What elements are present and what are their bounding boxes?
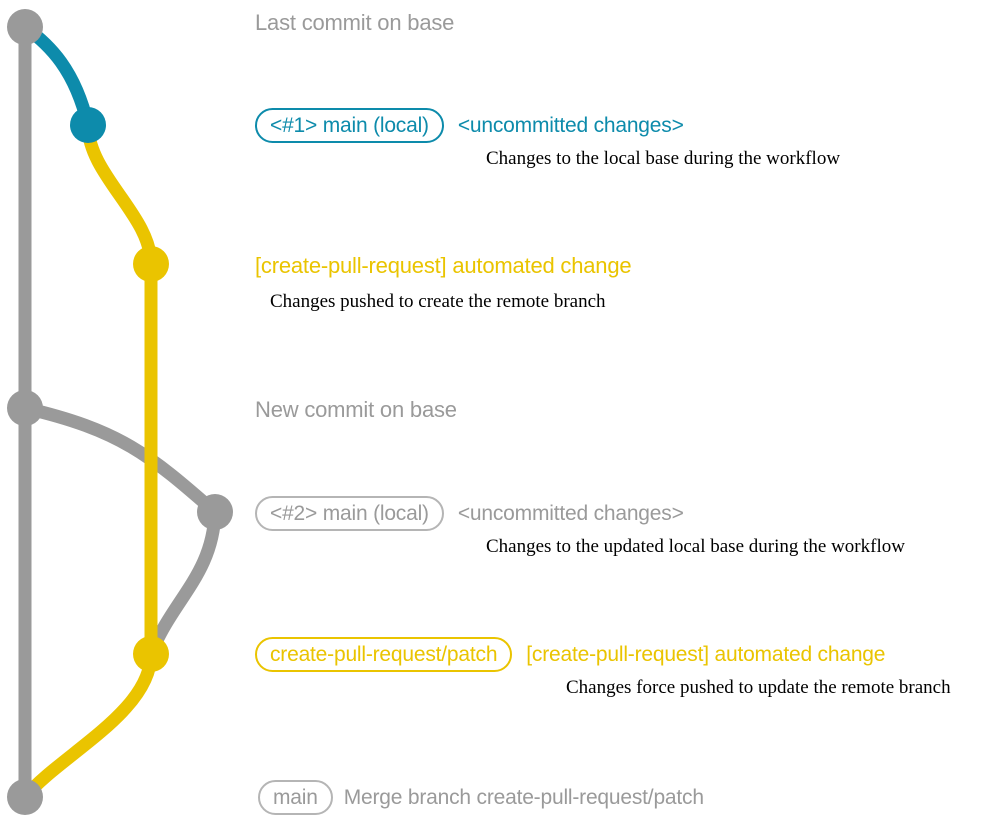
local-main-2-to-patch-edge bbox=[144, 505, 222, 661]
commit-entry-local-main-1: <#1> main (local) <uncommitted changes> bbox=[255, 108, 684, 143]
new-base-commit-node[interactable] bbox=[7, 390, 43, 426]
local-main-2-commit-node[interactable] bbox=[197, 494, 233, 530]
commit-subject: [create-pull-request] automated change bbox=[255, 253, 632, 278]
commit-note-local-main-2: Changes to the updated local base during… bbox=[486, 536, 905, 557]
ref-pill-local-main-1[interactable]: <#1> main (local) bbox=[255, 108, 444, 143]
patch-force-push-node[interactable] bbox=[133, 636, 169, 672]
ref-pill-local-main-2[interactable]: <#2> main (local) bbox=[255, 496, 444, 531]
patch-to-merge-edge bbox=[18, 647, 158, 804]
ref-pill-create-pull-request-patch[interactable]: create-pull-request/patch bbox=[255, 637, 513, 672]
commit-note-automated-change-1: Changes pushed to create the remote bran… bbox=[270, 291, 606, 312]
commit-entry-automated-change-2: create-pull-request/patch [create-pull-r… bbox=[255, 637, 885, 672]
base-head-commit-node[interactable] bbox=[7, 9, 43, 45]
commit-entry-last-commit-on-base: Last commit on base bbox=[255, 10, 454, 36]
commit-note-automated-change-2: Changes force pushed to update the remot… bbox=[566, 677, 951, 698]
ref-pill-main[interactable]: main bbox=[258, 780, 333, 815]
commit-note-local-main-1: Changes to the local base during the wor… bbox=[486, 148, 841, 169]
commit-subject: New commit on base bbox=[255, 397, 457, 422]
merge-commit-node[interactable] bbox=[7, 779, 43, 815]
commit-entry-merge-commit: main Merge branch create-pull-request/pa… bbox=[258, 780, 704, 815]
commit-entry-local-main-2: <#2> main (local) <uncommitted changes> bbox=[255, 496, 684, 531]
local-main-1-commit-node[interactable] bbox=[70, 107, 106, 143]
new-base-to-local-main-2-edge bbox=[18, 401, 222, 519]
commit-subject: <uncommitted changes> bbox=[457, 502, 684, 525]
commit-subject: [create-pull-request] automated change bbox=[526, 643, 886, 666]
patch-branch-commit-node[interactable] bbox=[133, 246, 169, 282]
commit-subject: <uncommitted changes> bbox=[457, 114, 684, 137]
commit-entry-automated-change-1: [create-pull-request] automated change bbox=[255, 253, 632, 279]
commit-subject: Last commit on base bbox=[255, 10, 455, 35]
commit-entry-new-commit-on-base: New commit on base bbox=[255, 397, 457, 423]
commit-subject: Merge branch create-pull-request/patch bbox=[343, 786, 704, 809]
